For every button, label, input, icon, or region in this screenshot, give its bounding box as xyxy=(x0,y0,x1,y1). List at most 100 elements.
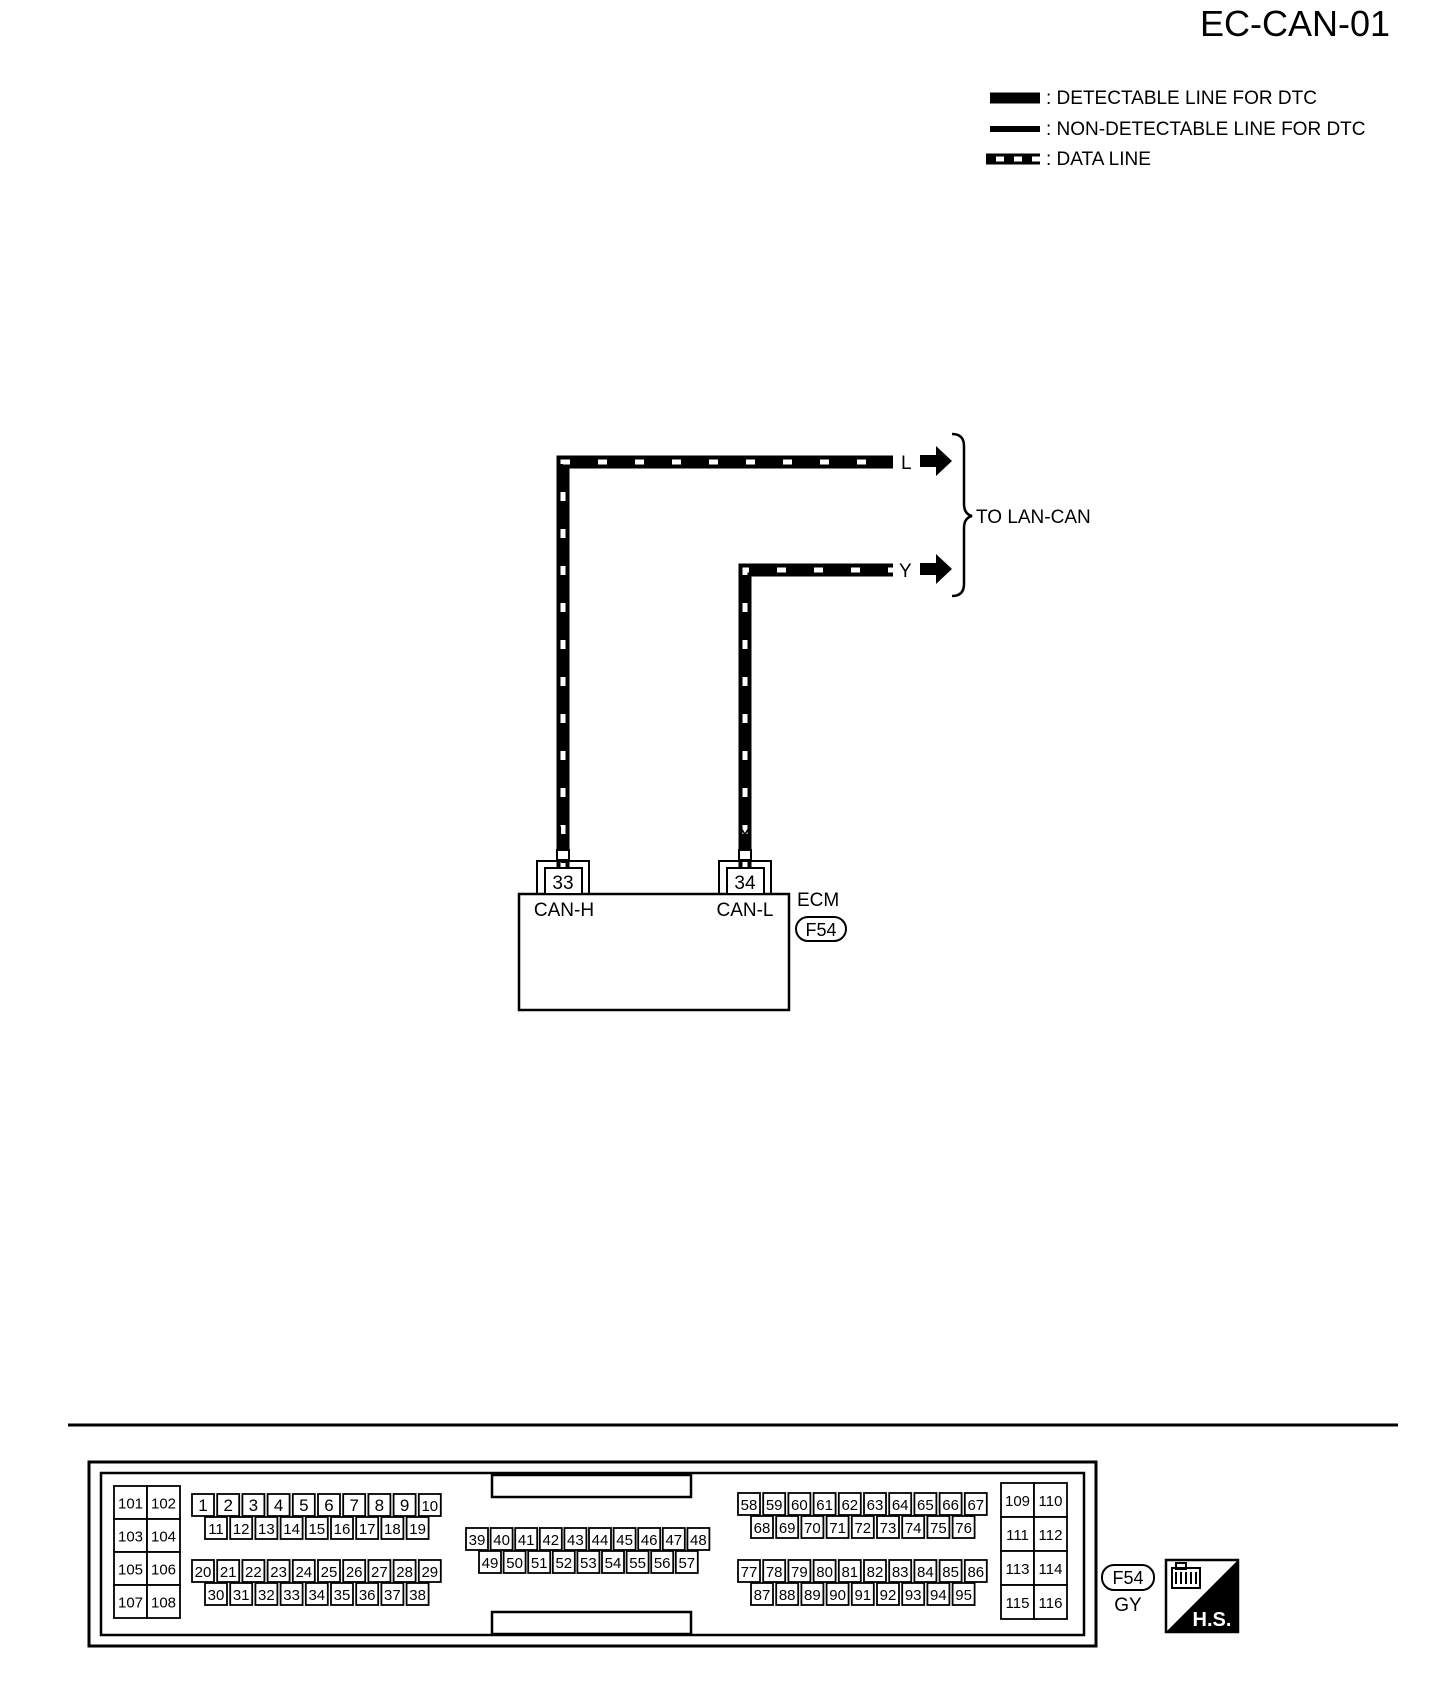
cavity-45 xyxy=(612,1527,637,1551)
cavity-52 xyxy=(551,1550,576,1574)
cavity-84 xyxy=(913,1559,938,1583)
cavity-label-109: 109 xyxy=(1005,1493,1030,1510)
cavity-label-111: 111 xyxy=(1006,1527,1029,1544)
cavity-label-18: 18 xyxy=(384,1521,401,1538)
cavity-68 xyxy=(750,1515,774,1539)
cavity-label-60: 60 xyxy=(791,1497,808,1514)
cavity-label-24: 24 xyxy=(295,1564,312,1581)
cavity-27 xyxy=(367,1559,392,1583)
cavity-label-50: 50 xyxy=(506,1555,523,1572)
cavity-label-58: 58 xyxy=(741,1497,758,1514)
cavity-label-115: 115 xyxy=(1006,1595,1030,1612)
cavity-label-93: 93 xyxy=(905,1587,922,1604)
wire-can-h-color-label: L xyxy=(901,453,912,474)
cavity-111 xyxy=(1000,1516,1035,1552)
cavity-57 xyxy=(674,1550,699,1574)
cavity-16 xyxy=(330,1516,354,1540)
cavity-4 xyxy=(266,1493,291,1517)
legend-detectable: : DETECTABLE LINE FOR DTC xyxy=(990,88,1317,109)
cavity-108 xyxy=(146,1584,181,1619)
cavity-12 xyxy=(229,1516,254,1540)
cavity-58 xyxy=(737,1492,761,1516)
cavity-label-103: 103 xyxy=(118,1529,143,1546)
cavity-label-88: 88 xyxy=(779,1587,796,1604)
wire-can-l-end-label: Y xyxy=(739,824,752,845)
legend-data-line: : DATA LINE xyxy=(986,149,1151,170)
cavity-43 xyxy=(563,1527,588,1551)
pin-34-label: 34 xyxy=(734,873,756,894)
cavity-label-43: 43 xyxy=(567,1532,584,1549)
connector-lock-top xyxy=(490,1473,693,1499)
cavity-3 xyxy=(241,1493,266,1517)
wire-can-h xyxy=(556,455,893,920)
destination-label: TO LAN-CAN xyxy=(976,507,1091,528)
cavity-65 xyxy=(913,1492,938,1516)
cavity-label-110: 110 xyxy=(1039,1493,1063,1510)
hs-label: H.S. xyxy=(1193,1609,1232,1631)
cavity-label-1: 1 xyxy=(198,1496,207,1515)
cavity-label-81: 81 xyxy=(841,1564,858,1581)
cavity-label-46: 46 xyxy=(641,1532,658,1549)
cavity-29 xyxy=(417,1559,442,1583)
legend-non-detectable-label: : NON-DETECTABLE LINE FOR DTC xyxy=(1046,119,1366,140)
cavity-106 xyxy=(146,1551,181,1586)
cavity-label-71: 71 xyxy=(829,1520,846,1537)
page-code: EC-CAN-01 xyxy=(1200,3,1390,44)
cavity-label-78: 78 xyxy=(766,1564,783,1581)
cavity-61 xyxy=(812,1492,837,1516)
cavity-label-83: 83 xyxy=(892,1564,909,1581)
cavity-47 xyxy=(661,1527,686,1551)
cavity-26 xyxy=(342,1559,367,1583)
cavity-7 xyxy=(342,1493,367,1517)
cavity-label-113: 113 xyxy=(1006,1561,1030,1578)
cavity-label-48: 48 xyxy=(690,1532,707,1549)
cavity-label-40: 40 xyxy=(493,1532,510,1549)
cavity-8 xyxy=(367,1493,392,1517)
cavity-label-44: 44 xyxy=(592,1532,609,1549)
cavity-label-55: 55 xyxy=(629,1555,646,1572)
cavity-107 xyxy=(113,1584,148,1619)
cavity-33 xyxy=(279,1582,304,1606)
cavity-label-15: 15 xyxy=(308,1521,325,1538)
cavity-75 xyxy=(926,1515,951,1539)
cavity-label-87: 87 xyxy=(754,1587,771,1604)
cavity-label-57: 57 xyxy=(678,1555,695,1572)
cavity-label-91: 91 xyxy=(854,1587,871,1604)
cavity-49 xyxy=(478,1550,502,1574)
cavity-109 xyxy=(1000,1482,1035,1518)
cavity-115 xyxy=(1000,1584,1035,1620)
cavity-label-70: 70 xyxy=(804,1520,821,1537)
cavity-54 xyxy=(601,1550,625,1574)
cavity-5 xyxy=(291,1493,316,1517)
cavity-label-37: 37 xyxy=(384,1587,401,1604)
cavity-34 xyxy=(304,1582,329,1606)
cavity-label-12: 12 xyxy=(233,1521,250,1538)
cavity-label-32: 32 xyxy=(258,1587,275,1604)
cavity-89 xyxy=(800,1582,825,1606)
cavity-25 xyxy=(317,1559,341,1583)
cavity-77 xyxy=(737,1559,761,1583)
cavity-label-72: 72 xyxy=(854,1520,871,1537)
cavity-13 xyxy=(254,1516,279,1540)
ecm-box xyxy=(517,892,791,1012)
wire-can-l xyxy=(738,563,893,920)
cavity-113 xyxy=(1000,1550,1035,1586)
cavity-116 xyxy=(1033,1584,1068,1620)
cavity-23 xyxy=(266,1559,291,1583)
cavity-label-84: 84 xyxy=(917,1564,934,1581)
cavity-label-5: 5 xyxy=(299,1496,308,1515)
hs-symbol: H.S. xyxy=(1164,1558,1240,1634)
cavity-36 xyxy=(355,1582,380,1606)
cavity-label-10: 10 xyxy=(421,1498,438,1515)
connector-icon xyxy=(1171,1562,1201,1589)
connector-lock-bottom xyxy=(490,1610,693,1636)
cavity-95 xyxy=(951,1582,976,1606)
cavity-label-30: 30 xyxy=(208,1587,225,1604)
cavity-label-54: 54 xyxy=(605,1555,622,1572)
cavity-17 xyxy=(355,1516,380,1540)
arrow-can-h-icon xyxy=(920,446,952,476)
cavity-label-73: 73 xyxy=(880,1520,897,1537)
cavity-label-69: 69 xyxy=(779,1520,796,1537)
cavity-48 xyxy=(686,1527,711,1551)
